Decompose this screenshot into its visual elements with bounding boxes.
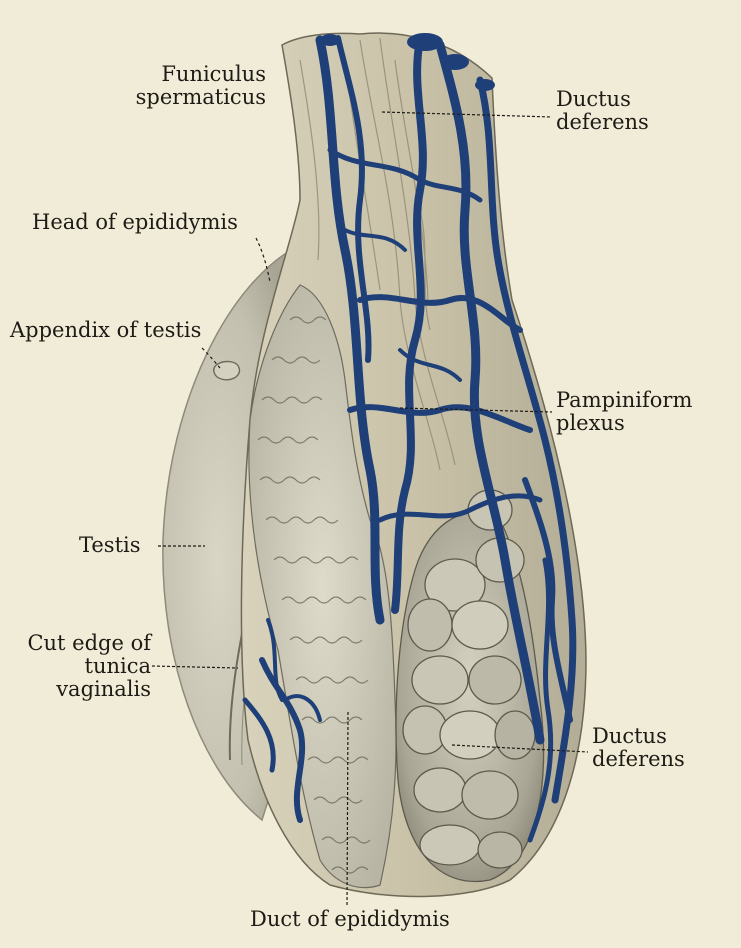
- leader-ductus-bottom: [451, 744, 589, 753]
- leader-pampiniform: [399, 407, 553, 413]
- label-funiculus-spermaticus: Funiculus spermaticus: [135, 62, 266, 109]
- appendix-of-testis: [213, 360, 241, 381]
- label-pampiniform-plexus: Pampiniform plexus: [556, 388, 693, 435]
- label-duct-of-epididymis: Duct of epididymis: [250, 907, 450, 931]
- label-appendix-of-testis: Appendix of testis: [10, 318, 202, 342]
- epididymis-coils: [257, 316, 371, 874]
- leader-ductus-top: [381, 111, 553, 118]
- leader-appendix: [201, 347, 221, 369]
- label-ductus-deferens-bottom: Ductus deferens: [592, 724, 685, 771]
- epididymis-body: [248, 284, 397, 889]
- leader-duct-epididymis: [346, 711, 349, 907]
- label-testis: Testis: [79, 533, 141, 557]
- leader-cut-edge: [151, 665, 239, 669]
- vein-top-caps: [320, 33, 495, 91]
- leader-head-epididymis: [255, 237, 271, 283]
- label-ductus-deferens-top: Ductus deferens: [556, 87, 649, 134]
- label-cut-edge-tunica-vaginalis: Cut edge of tunica vaginalis: [27, 631, 151, 701]
- ductus-deferens-coils: [395, 489, 545, 883]
- cord-fibres: [299, 37, 456, 471]
- label-head-of-epididymis: Head of epididymis: [32, 210, 238, 234]
- leader-lines: [151, 111, 589, 907]
- pampiniform-veins: [242, 35, 577, 843]
